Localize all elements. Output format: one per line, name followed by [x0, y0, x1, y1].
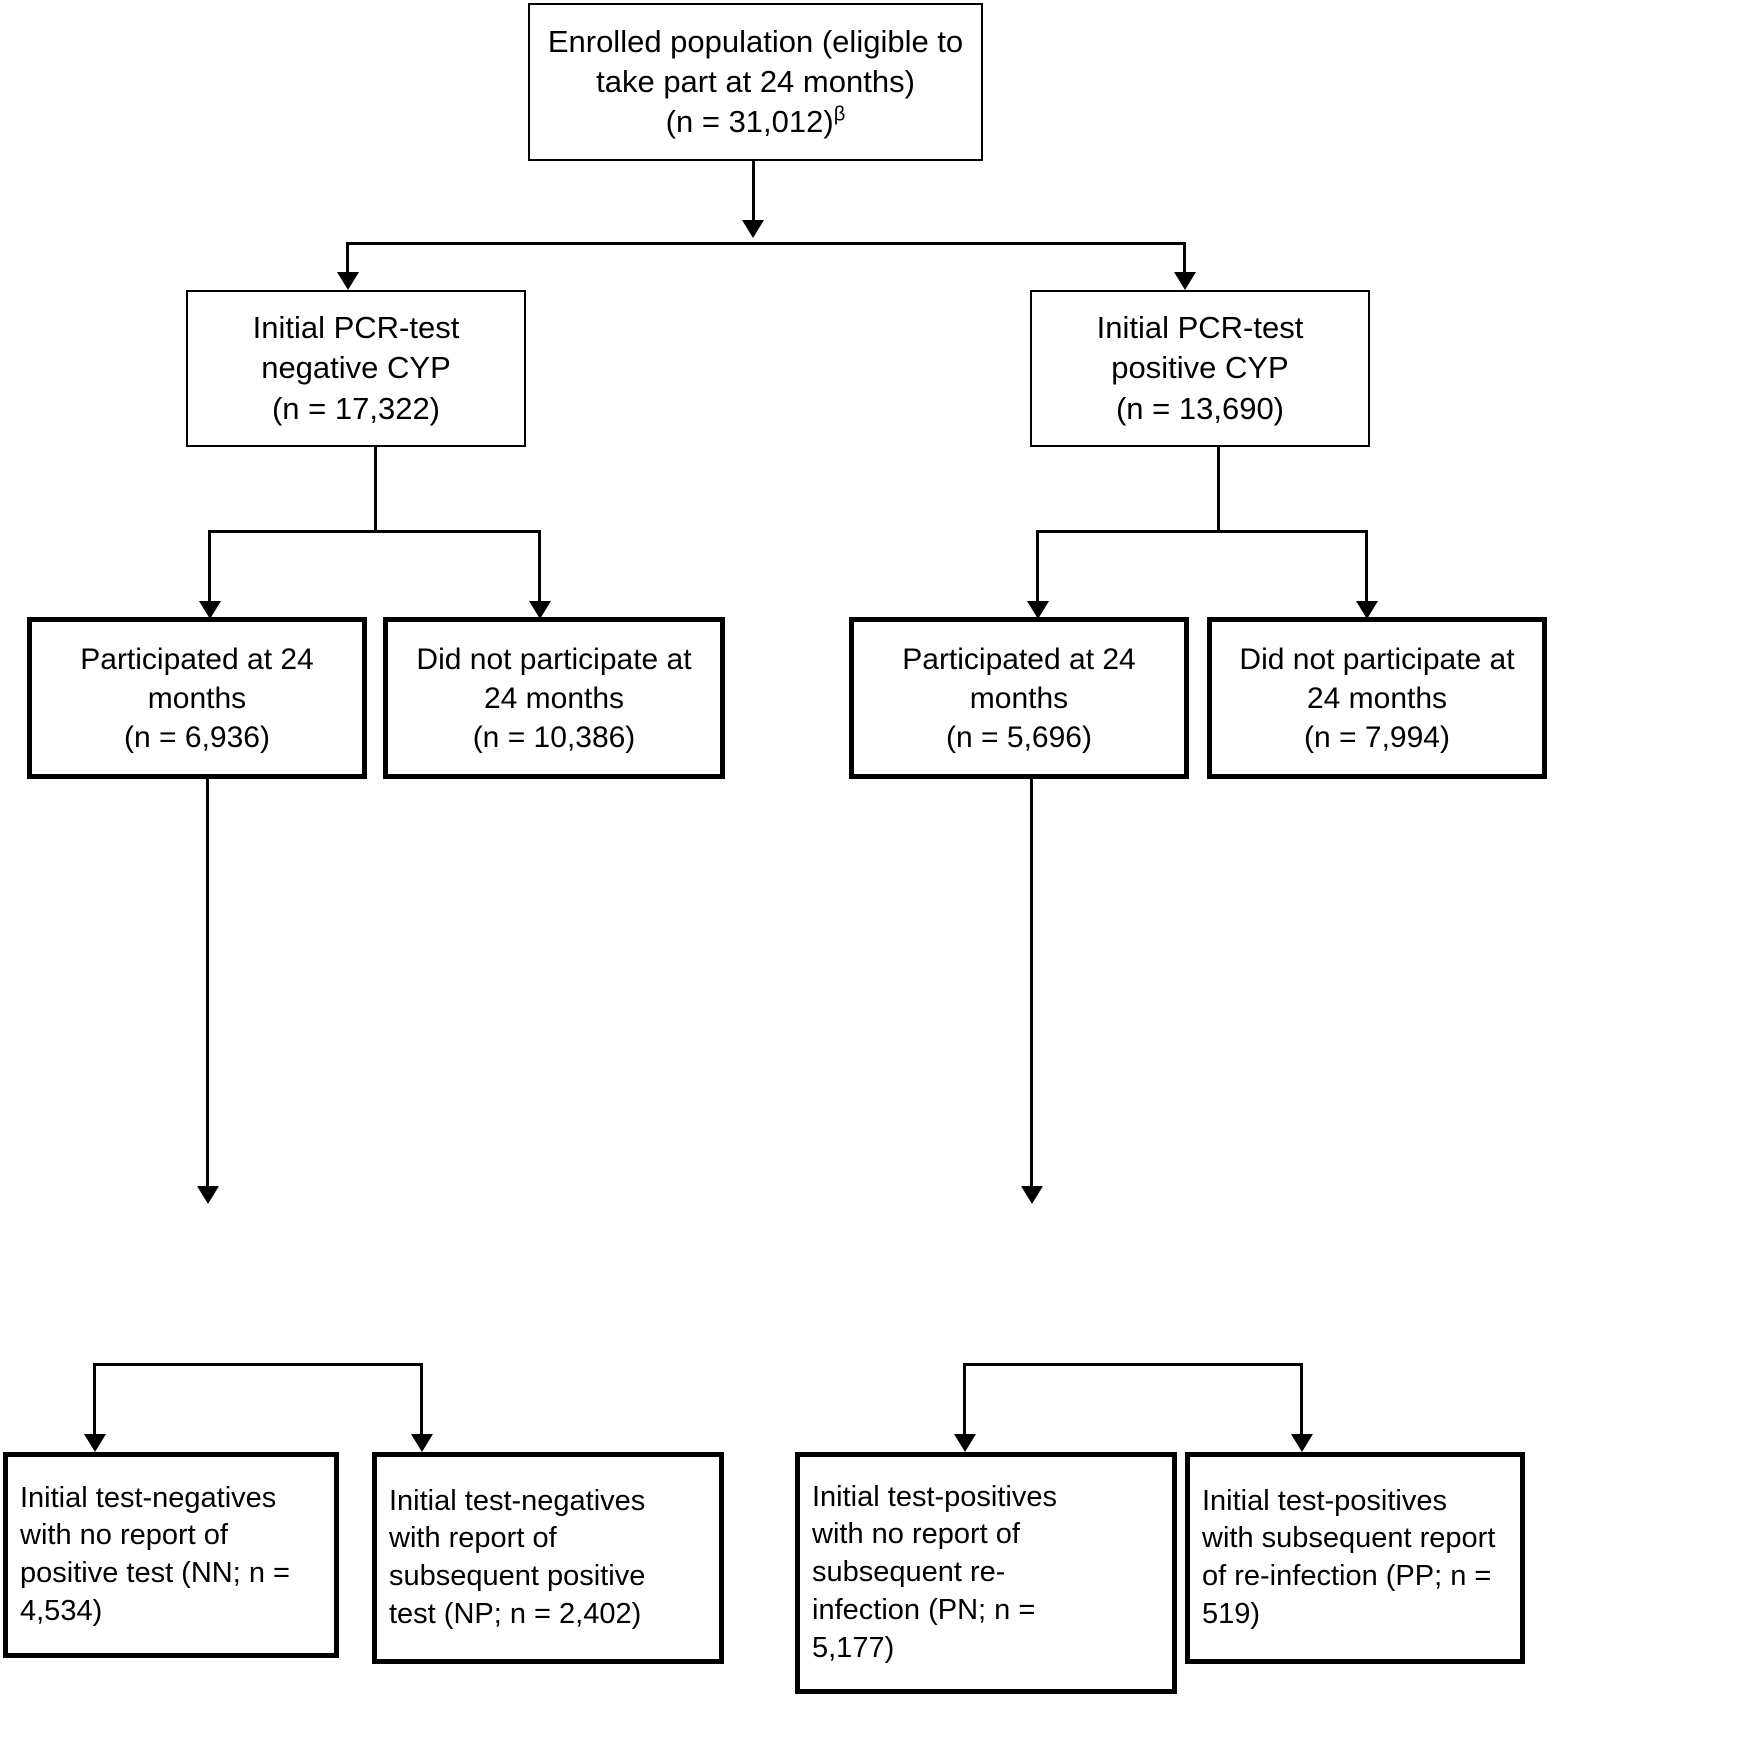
connector-negative-down: [374, 447, 377, 532]
node-nn-outcome-label: Initial test-negatives with no report of…: [20, 1481, 290, 1627]
node-positive-participated-label: Participated at 24 months (n = 5,696): [902, 642, 1136, 754]
connector-split-level1-right-drop: [1183, 242, 1186, 279]
node-pn-outcome-label: Initial test-positives with no report of…: [812, 1480, 1057, 1664]
connector-pos-final-right-drop: [1300, 1363, 1303, 1441]
connector-split-level1: [346, 242, 1186, 245]
node-pp-outcome-label: Initial test-positives with subsequent r…: [1202, 1484, 1496, 1630]
arrowhead-to-initial-positive: [1174, 272, 1196, 290]
connector-split-pos-final: [963, 1363, 1303, 1366]
connector-positive-left-drop: [1036, 530, 1039, 608]
node-initial-pcr-negative-label: Initial PCR-test negative CYP (n = 17,32…: [252, 310, 460, 426]
arrowhead-to-neg-participated: [199, 601, 221, 619]
node-enrolled-population: Enrolled population (eligible to take pa…: [528, 3, 983, 161]
connector-neg-participated-long: [206, 779, 209, 1193]
connector-split-negative: [208, 530, 541, 533]
connector-enrolled-down: [752, 161, 755, 224]
node-positive-not-participated: Did not participate at 24 months (n = 7,…: [1207, 617, 1547, 779]
connector-positive-right-drop: [1365, 530, 1368, 608]
arrowhead-to-pos-participated: [1027, 601, 1049, 619]
connector-split-level1-left-drop: [346, 242, 349, 279]
node-nn-outcome: Initial test-negatives with no report of…: [3, 1452, 339, 1658]
connector-split-positive: [1036, 530, 1368, 533]
node-positive-participated: Participated at 24 months (n = 5,696): [849, 617, 1189, 779]
arrowhead-to-np: [411, 1434, 433, 1452]
arrowhead-to-pn: [954, 1434, 976, 1452]
connector-negative-right-drop: [538, 530, 541, 608]
node-enrolled-population-label: Enrolled population (eligible to take pa…: [547, 23, 964, 140]
connector-pos-participated-long: [1030, 779, 1033, 1193]
node-np-outcome-label: Initial test-negatives with report of su…: [389, 1484, 646, 1630]
arrowhead-to-nn: [84, 1434, 106, 1452]
node-negative-not-participated: Did not participate at 24 months (n = 10…: [383, 617, 725, 779]
node-np-outcome: Initial test-negatives with report of su…: [372, 1452, 724, 1664]
node-initial-pcr-positive-label: Initial PCR-test positive CYP (n = 13,69…: [1096, 310, 1304, 426]
node-initial-pcr-negative: Initial PCR-test negative CYP (n = 17,32…: [186, 290, 526, 447]
connector-negative-left-drop: [208, 530, 211, 608]
node-pn-outcome: Initial test-positives with no report of…: [795, 1452, 1177, 1694]
connector-neg-final-right-drop: [420, 1363, 423, 1441]
arrowhead-to-initial-negative: [337, 272, 359, 290]
arrowhead-pos-participated-long: [1021, 1186, 1043, 1204]
arrowhead-to-neg-not-participated: [529, 601, 551, 619]
node-negative-participated: Participated at 24 months (n = 6,936): [27, 617, 367, 779]
arrowhead-enrolled-down: [742, 220, 764, 238]
node-initial-pcr-positive: Initial PCR-test positive CYP (n = 13,69…: [1030, 290, 1370, 447]
connector-split-neg-final: [93, 1363, 423, 1366]
connector-positive-down: [1217, 447, 1220, 532]
node-pp-outcome: Initial test-positives with subsequent r…: [1185, 1452, 1525, 1664]
node-positive-not-participated-label: Did not participate at 24 months (n = 7,…: [1239, 642, 1515, 754]
connector-pos-final-left-drop: [963, 1363, 966, 1441]
beta-superscript: β: [833, 103, 846, 126]
arrowhead-to-pp: [1291, 1434, 1313, 1452]
arrowhead-neg-participated-long: [197, 1186, 219, 1204]
node-negative-participated-label: Participated at 24 months (n = 6,936): [80, 642, 314, 754]
node-negative-not-participated-label: Did not participate at 24 months (n = 10…: [416, 642, 692, 754]
arrowhead-to-pos-not-participated: [1356, 601, 1378, 619]
connector-neg-final-left-drop: [93, 1363, 96, 1441]
